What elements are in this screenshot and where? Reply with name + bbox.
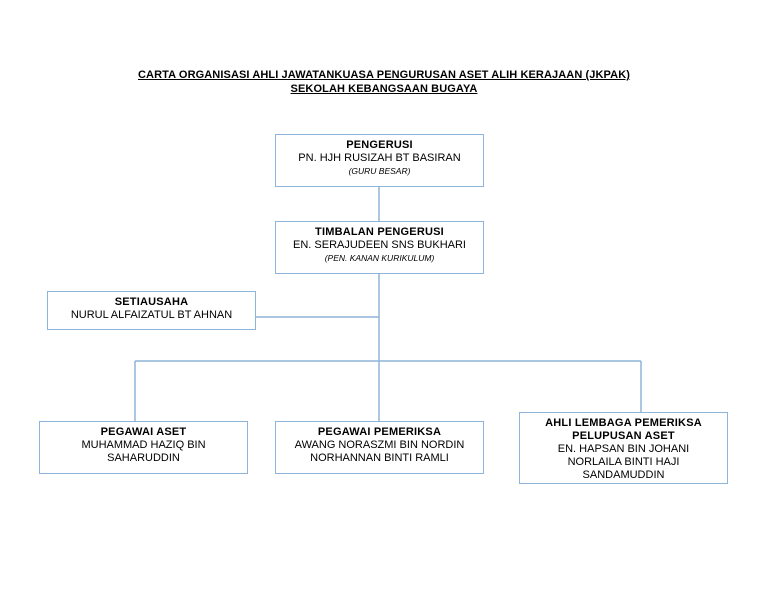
node-name: EN. SERAJUDEEN SNS BUKHARI: [293, 239, 466, 251]
node-pegawai-pemeriksa: PEGAWAI PEMERIKSA AWANG NORASZMI BIN NOR…: [275, 421, 484, 474]
node-role: AHLI LEMBAGA PEMERIKSA: [545, 417, 702, 429]
node-name: NORLAILA BINTI HAJI: [567, 456, 680, 468]
node-position: (PEN. KANAN KURIKULUM): [324, 253, 435, 263]
node-position: (GURU BESAR): [348, 166, 411, 176]
node-role: PELUPUSAN ASET: [572, 430, 675, 442]
node-role: PEGAWAI PEMERIKSA: [317, 426, 442, 438]
node-name: MUHAMMAD HAZIQ BIN: [81, 439, 206, 451]
node-pengerusi: PENGERUSI PN. HJH RUSIZAH BT BASIRAN (GU…: [275, 134, 484, 187]
node-name: NORHANNAN BINTI RAMLI: [310, 452, 449, 464]
node-name: PN. HJH RUSIZAH BT BASIRAN: [298, 152, 461, 164]
chart-title: CARTA ORGANISASI AHLI JAWATANKUASA PENGU…: [137, 69, 631, 81]
node-role: SETIAUSAHA: [114, 296, 189, 308]
node-setiausaha: SETIAUSAHA NURUL ALFAIZATUL BT AHNAN: [47, 291, 256, 330]
node-role: PEGAWAI ASET: [100, 426, 187, 438]
node-timbalan-pengerusi: TIMBALAN PENGERUSI EN. SERAJUDEEN SNS BU…: [275, 221, 484, 274]
node-ahli-lembaga-pemeriksa: AHLI LEMBAGA PEMERIKSA PELUPUSAN ASET EN…: [519, 412, 728, 484]
node-name: SAHARUDDIN: [107, 452, 180, 464]
node-name: SANDAMUDDIN: [582, 469, 665, 481]
chart-subtitle: SEKOLAH KEBANGSAAN BUGAYA: [290, 83, 478, 95]
node-role: PENGERUSI: [346, 139, 413, 151]
node-name: EN. HAPSAN BIN JOHANI: [557, 443, 690, 455]
node-name: NURUL ALFAIZATUL BT AHNAN: [70, 309, 233, 321]
node-name: AWANG NORASZMI BIN NORDIN: [294, 439, 465, 451]
node-pegawai-aset: PEGAWAI ASET MUHAMMAD HAZIQ BIN SAHARUDD…: [39, 421, 248, 474]
node-role: TIMBALAN PENGERUSI: [315, 226, 444, 238]
